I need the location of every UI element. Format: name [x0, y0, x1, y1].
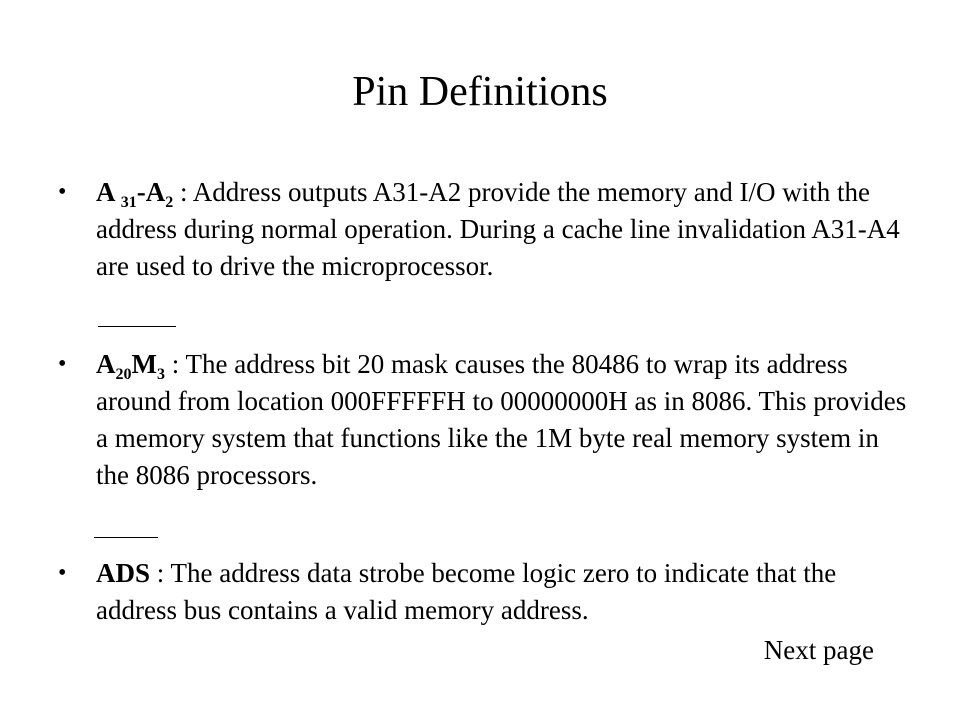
pin-description: : The address bit 20 mask causes the 804… — [96, 349, 907, 490]
pin-term: A20M3 — [96, 349, 165, 383]
bullet-ads: • ADS : The address data strobe become l… — [58, 555, 908, 629]
bullet-a31-a2: • A 31-A2 : Address outputs A31-A2 provi… — [58, 174, 908, 285]
bullet-a20m: • A20M3 : The address bit 20 mask causes… — [58, 346, 908, 494]
pin-term: ADS — [96, 558, 151, 588]
bullet-body: ADS : The address data strobe become log… — [96, 555, 908, 629]
pin-term: A 31-A2 — [96, 177, 174, 211]
pin-description: : The address data strobe become logic z… — [96, 558, 837, 625]
active-low-overline-ads — [94, 537, 158, 538]
bullet-symbol: • — [58, 560, 67, 586]
bullet-symbol: • — [58, 351, 67, 377]
active-low-overline-a20m — [98, 326, 176, 327]
bullet-symbol: • — [58, 179, 67, 205]
pin-description: : Address outputs A31-A2 provide the mem… — [96, 177, 900, 281]
next-page-link[interactable]: Next page — [763, 635, 874, 665]
slide-title: Pin Definitions — [352, 69, 608, 115]
bullet-body: A 31-A2 : Address outputs A31-A2 provide… — [96, 174, 908, 285]
bullet-body: A20M3 : The address bit 20 mask causes t… — [96, 346, 908, 494]
